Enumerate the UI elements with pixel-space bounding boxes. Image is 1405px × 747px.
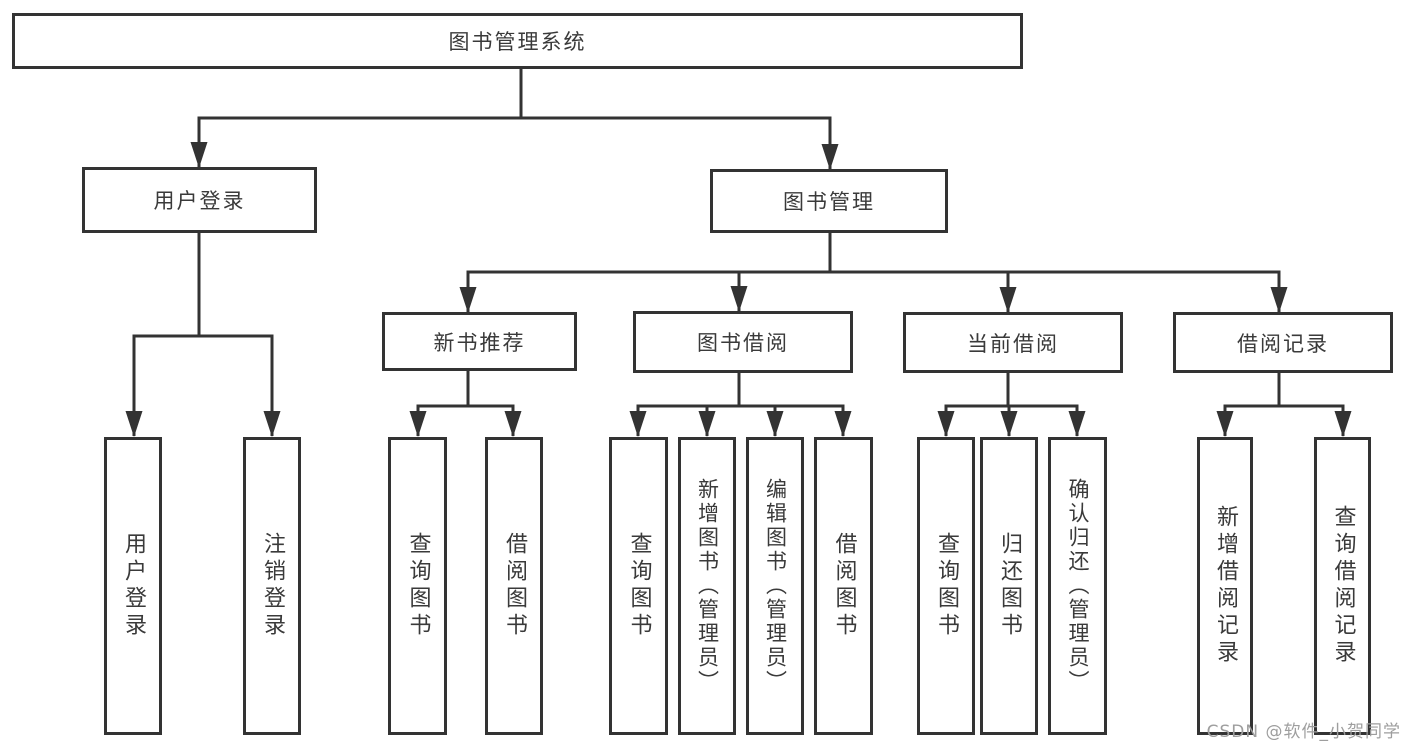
node-label: 查询借阅记录 [1330, 505, 1356, 667]
node-label: 用户登录 [121, 532, 146, 640]
node-leaf-query-books-current: 查询图书 [917, 437, 975, 735]
node-borrowing-records: 借阅记录 [1173, 312, 1393, 373]
node-label: 用户登录 [153, 189, 246, 213]
node-label: 借阅图书 [502, 532, 527, 640]
node-leaf-query-borrow-record: 查询借阅记录 [1314, 437, 1371, 735]
node-label: 借阅图书 [831, 532, 857, 640]
edges-from-root [190, 68, 839, 170]
node-leaf-edit-books-admin: 编辑图书（管理员） [746, 437, 804, 735]
node-book-management: 图书管理 [710, 169, 948, 233]
edges-from-borrowing-records [1216, 372, 1352, 437]
node-label: 当前借阅 [967, 331, 1059, 356]
node-user-login: 用户登录 [82, 167, 317, 233]
node-label: 查询图书 [405, 532, 431, 640]
watermark: CSDN @软件_小贺同学 [1206, 722, 1401, 742]
node-label: 新增图书（管理员） [695, 478, 720, 694]
node-leaf-user-login: 用户登录 [104, 437, 162, 735]
node-label: 图书管理 [783, 190, 875, 214]
edges-from-new-book-recommend [409, 370, 522, 437]
edges-from-current-borrowing [937, 372, 1086, 437]
node-leaf-query-books-recommend: 查询图书 [388, 437, 447, 735]
node-book-borrowing: 图书借阅 [633, 311, 853, 373]
node-leaf-confirm-return-admin: 确认归还（管理员） [1048, 437, 1107, 735]
edges-from-book-borrowing [629, 372, 852, 437]
node-leaf-return-books: 归还图书 [980, 437, 1038, 735]
node-label: 借阅记录 [1237, 331, 1329, 356]
node-leaf-borrow-books-recommend: 借阅图书 [485, 437, 543, 735]
node-label: 图书借阅 [697, 331, 789, 355]
node-leaf-logout: 注销登录 [243, 437, 301, 735]
node-label: 编辑图书（管理员） [763, 478, 788, 694]
node-label: 新增借阅记录 [1213, 505, 1238, 667]
node-label: 查询图书 [934, 532, 959, 640]
node-label: 图书管理系统 [448, 30, 587, 54]
node-leaf-add-borrow-record: 新增借阅记录 [1197, 437, 1253, 735]
node-label: 确认归还（管理员） [1066, 478, 1090, 694]
node-leaf-borrow-books-borrowing: 借阅图书 [814, 437, 873, 735]
node-label: 归还图书 [997, 532, 1022, 640]
node-current-borrowing: 当前借阅 [903, 312, 1123, 373]
edges-from-book-management [459, 232, 1288, 313]
node-label: 注销登录 [260, 532, 285, 640]
node-new-book-recommend: 新书推荐 [382, 312, 577, 371]
node-label: 新书推荐 [433, 330, 526, 355]
edges-from-user-login [125, 232, 281, 437]
node-leaf-add-books-admin: 新增图书（管理员） [678, 437, 736, 735]
node-root: 图书管理系统 [12, 13, 1023, 69]
node-leaf-query-books-borrowing: 查询图书 [609, 437, 668, 735]
node-label: 查询图书 [626, 532, 652, 640]
